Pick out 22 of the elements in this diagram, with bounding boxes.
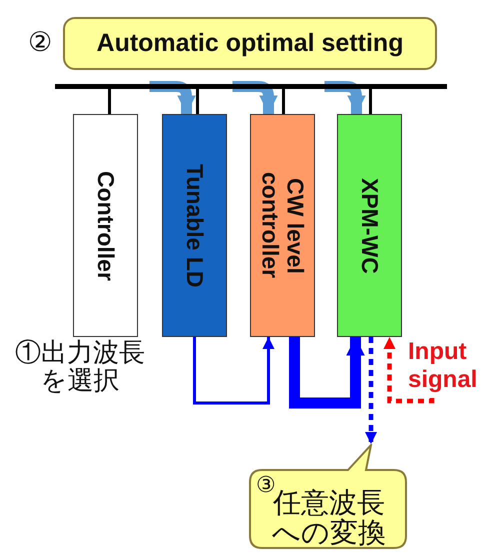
arrow bbox=[232, 81, 278, 114]
arrow bbox=[365, 337, 377, 444]
arrow bbox=[193, 337, 274, 404]
box-label: Controller bbox=[93, 170, 118, 283]
module-box bbox=[162, 114, 227, 337]
module-box bbox=[337, 114, 402, 337]
bus-stub bbox=[196, 89, 199, 114]
box-label: Tunable LD bbox=[182, 162, 207, 290]
arrow bbox=[289, 337, 365, 408]
arrow bbox=[384, 337, 434, 404]
bus-stub bbox=[282, 89, 285, 114]
setting-box: Automatic optimal setting bbox=[63, 17, 437, 70]
step-number: ② bbox=[27, 28, 53, 57]
controller-box bbox=[73, 114, 138, 337]
step-text: ①出力波長を選択 bbox=[14, 338, 146, 394]
arrow bbox=[324, 81, 366, 114]
bus-stub bbox=[108, 89, 111, 114]
bus-stub bbox=[369, 89, 372, 114]
box-label: XPM-WC bbox=[357, 176, 382, 276]
module-box bbox=[250, 114, 315, 337]
box-label: CW level controller bbox=[258, 171, 308, 281]
signal-label: Input signal bbox=[408, 338, 490, 398]
